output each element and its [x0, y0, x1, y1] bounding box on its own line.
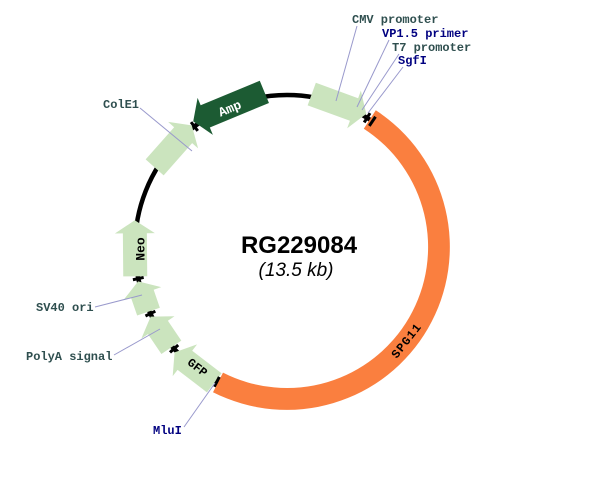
- neo-arrow: [114, 220, 155, 277]
- gfp-arrow-shape: [172, 344, 222, 393]
- insert-start-tick: [368, 115, 377, 127]
- polya-signal-label: PolyA signal: [26, 350, 112, 364]
- vp15-primer-pointer-line: [356, 39, 390, 108]
- cole1-label: ColE1: [103, 98, 139, 112]
- cole1-arrow: [145, 121, 199, 176]
- polya-sv40-junction-tick: [144, 309, 157, 318]
- plasmid-size-label: (13.5 kb): [259, 260, 334, 281]
- cole1-pointer-line: [139, 107, 193, 152]
- site-ticks: [132, 112, 377, 388]
- vp15-primer-label: VP1.5 primer: [382, 27, 468, 41]
- cmv-promoter-label: CMV promoter: [352, 13, 438, 27]
- sgfi-site-tick: [362, 112, 372, 124]
- sv40-neo-junction-tick: [132, 275, 144, 282]
- mlui-label: MluI: [153, 424, 182, 438]
- spg11-insert-arc: [213, 110, 450, 410]
- pointer-lines: [94, 25, 404, 428]
- sgfi-pointer-line: [367, 66, 404, 114]
- neo-arrow-shape: [114, 220, 155, 277]
- gfp-polya-junction-tick: [169, 343, 180, 354]
- amp-arrow: [193, 80, 269, 135]
- cole1-arrow-shape: [145, 121, 199, 176]
- t7-promoter-label: T7 promoter: [392, 41, 471, 55]
- sv40-ori-arrow-shape: [123, 281, 162, 316]
- amp-arrow-shape: [193, 80, 269, 135]
- sv40-ori-label: SV40 ori: [36, 301, 94, 315]
- t7-promoter-pointer-line: [361, 53, 400, 111]
- gfp-arrow: [172, 344, 222, 393]
- mlui-pointer-line: [183, 382, 216, 428]
- sgfi-label: SgfI: [398, 54, 427, 68]
- plasmid-title: RG229084: [241, 232, 358, 259]
- cmv-promoter-pointer-line: [335, 25, 358, 102]
- neo-arrow-label: Neo: [134, 237, 149, 261]
- polya-signal-pointer-line: [113, 328, 161, 356]
- sv40-ori-arrow: [123, 281, 162, 316]
- polya-signal-arrow-shape: [141, 316, 182, 355]
- cmv-promoter-arrow-shape: [307, 82, 367, 129]
- mlui-site-tick: [212, 376, 221, 388]
- sv40-ori-pointer-line: [94, 294, 143, 308]
- cmv-promoter-arrow: [307, 82, 367, 129]
- polya-signal-arrow: [141, 316, 182, 355]
- cole1-amp-junction-tick: [189, 121, 199, 132]
